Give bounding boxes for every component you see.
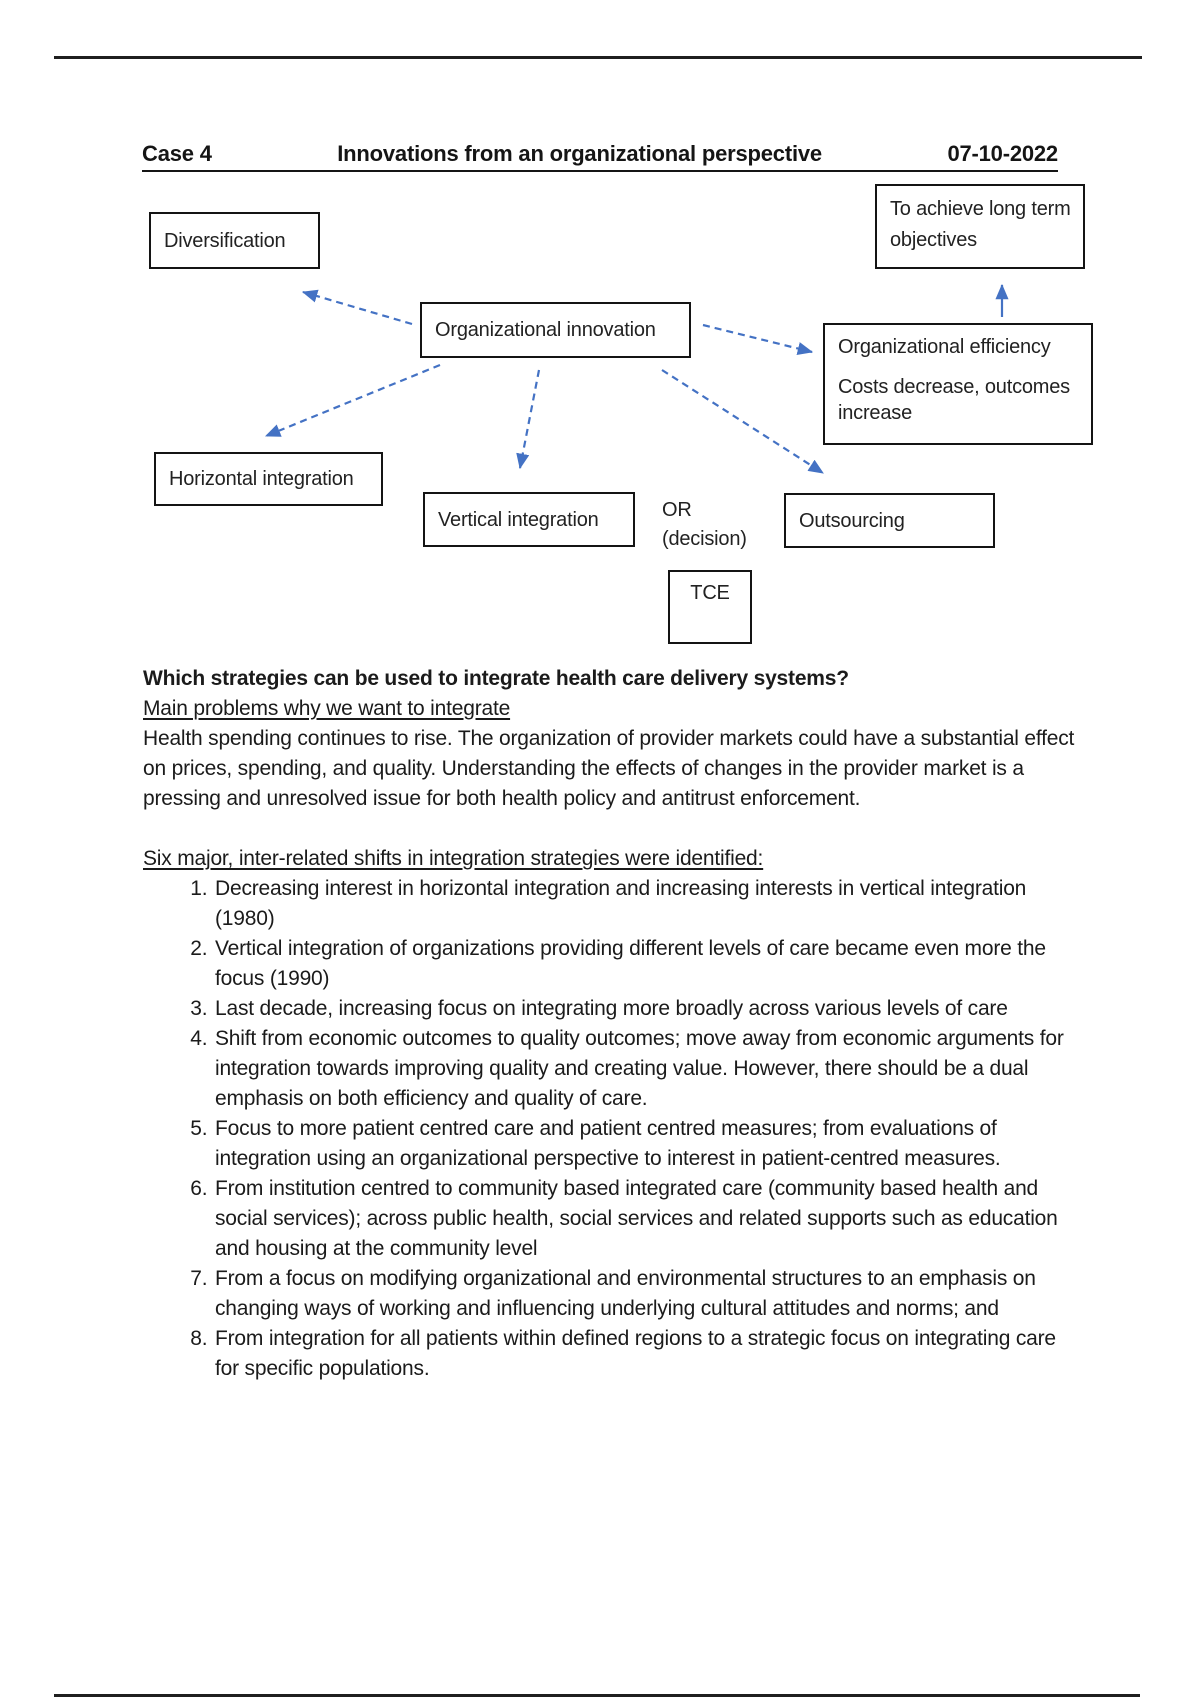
organizational-efficiency-title: Organizational efficiency (838, 336, 1051, 358)
case-label: Case 4 (142, 141, 212, 166)
list-item: From institution centred to community ba… (213, 1174, 1078, 1264)
arrow-innovation-to-efficiency (702, 323, 814, 355)
list-item: Last decade, increasing focus on integra… (213, 994, 1078, 1024)
top-rule (54, 56, 1142, 59)
document-header: Case 4 Innovations from an organizationa… (142, 141, 1058, 172)
question-heading: Which strategies can be used to integrat… (143, 667, 849, 690)
arrow-innovation-to-outsourcing (661, 369, 824, 474)
or-label-text: OR (662, 499, 692, 521)
list-item: Decreasing interest in horizontal integr… (213, 874, 1078, 934)
intro-paragraph: Health spending continues to rise. The o… (143, 727, 1075, 810)
node-horizontal-integration: Horizontal integration (154, 452, 383, 506)
organizational-efficiency-subtitle: Costs decrease, outcomes increase (838, 376, 1070, 424)
list-item: From a focus on modifying organizational… (213, 1264, 1078, 1324)
shifts-list: Decreasing interest in horizontal integr… (143, 874, 1078, 1384)
node-organizational-efficiency: Organizational efficiency Costs decrease… (823, 323, 1093, 445)
main-problems-heading: Main problems why we want to integrate (143, 697, 511, 720)
list-item: Focus to more patient centred care and p… (213, 1114, 1078, 1174)
shifts-heading: Six major, inter-related shifts in integ… (143, 847, 764, 870)
arrow-innovation-to-diversification (301, 289, 413, 326)
node-diversification: Diversification (149, 212, 320, 269)
node-outsourcing: Outsourcing (784, 493, 995, 548)
node-vertical-integration: Vertical integration (423, 492, 635, 547)
body-content: Which strategies can be used to integrat… (143, 664, 1078, 1384)
bottom-rule (54, 1694, 1140, 1697)
arrow-innovation-to-horizontal-integration (264, 363, 441, 438)
or-sublabel-text: (decision) (662, 528, 747, 550)
or-decision-label: OR (decision) (662, 496, 747, 554)
header-date: 07-10-2022 (947, 141, 1058, 166)
arrow-innovation-to-vertical-integration (516, 369, 541, 470)
list-item: Vertical integration of organizations pr… (213, 934, 1078, 994)
node-organizational-innovation: Organizational innovation (420, 302, 691, 358)
list-item: Shift from economic outcomes to quality … (213, 1024, 1078, 1114)
node-tce: TCE (668, 570, 752, 644)
list-item: From integration for all patients within… (213, 1324, 1078, 1384)
node-long-term-objectives: To achieve long term objectives (875, 184, 1085, 269)
header-title: Innovations from an organizational persp… (337, 141, 822, 166)
